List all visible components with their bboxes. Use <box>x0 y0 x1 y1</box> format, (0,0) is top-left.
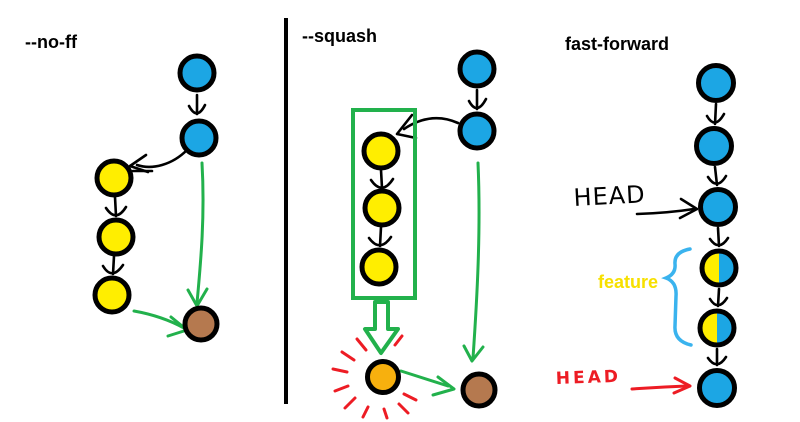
edge-feature2-feature3 <box>378 225 383 248</box>
head-after-label: HEAD <box>555 367 621 389</box>
squash-block-arrow <box>363 300 400 355</box>
arrowhead <box>706 174 728 186</box>
head-after-arrow <box>630 384 689 391</box>
ff-commit-6 <box>697 368 737 408</box>
merge-arrow-from-feature <box>132 309 186 330</box>
ff-commit-3 <box>698 187 738 227</box>
edge-1-2 <box>713 102 718 126</box>
merge-arrow-from-squashed <box>399 369 450 388</box>
arrowhead <box>705 112 726 124</box>
edge-2-3 <box>713 165 719 187</box>
arrowhead <box>678 197 699 220</box>
noff-main-commit-1 <box>177 53 217 93</box>
arrowhead <box>395 113 418 140</box>
feature-brace <box>661 247 693 347</box>
squash-merge-commit <box>460 371 498 409</box>
ff-commit-2 <box>694 126 734 166</box>
edge-feature1-feature2 <box>379 168 384 190</box>
arrowhead <box>101 263 125 275</box>
squashed-commit <box>365 359 401 395</box>
head-before-arrow <box>635 207 696 216</box>
panel-no-ff: --no-ff <box>25 32 220 343</box>
panel-title-fast-forward: fast-forward <box>565 34 669 54</box>
ff-commit-5-half-yellow-blue <box>697 308 737 348</box>
ff-commit-4-half-yellow-blue <box>699 248 739 288</box>
squash-main-commit-2 <box>457 111 497 151</box>
arrowhead <box>186 287 209 308</box>
arrowhead <box>467 97 488 110</box>
arrowhead <box>708 236 730 247</box>
noff-main-commit-2 <box>179 118 219 158</box>
noff-merge-commit <box>182 305 220 343</box>
head-before-label: HEAD <box>573 180 646 212</box>
edge-3-4 <box>716 226 721 248</box>
squash-feature-commit-2 <box>362 188 402 228</box>
edge-4-5 <box>716 287 721 308</box>
noff-feature-commit-2 <box>96 217 136 257</box>
squash-feature-commit-3 <box>359 247 399 287</box>
panel-title-no-ff: --no-ff <box>25 32 78 52</box>
panel-title-squash: --squash <box>302 26 377 46</box>
arrowhead <box>104 205 128 217</box>
noff-feature-commit-3 <box>92 275 132 315</box>
arrowhead <box>369 177 395 190</box>
squash-highlight-box <box>351 108 417 300</box>
merge-arrow-from-main <box>471 161 481 360</box>
arrowhead <box>462 344 485 363</box>
arrowhead <box>431 375 456 397</box>
edge-main2-feature1 <box>135 148 189 169</box>
arrowhead <box>708 296 729 307</box>
arrowhead <box>706 355 728 366</box>
edge-feature1-feature2 <box>113 195 118 218</box>
arrowhead <box>672 376 692 395</box>
arrowhead <box>128 153 150 174</box>
edge-feature2-feature3 <box>111 254 116 276</box>
merge-arrow-from-main <box>195 161 205 305</box>
squash-main-commit-1 <box>457 49 497 89</box>
ff-commit-1 <box>696 63 736 103</box>
panel-squash: --squash <box>302 26 498 420</box>
panel-fast-forward: fast-forward HEAD feature HEAD <box>555 34 739 408</box>
red-burst-rays <box>331 334 418 420</box>
arrowhead <box>367 235 393 247</box>
noff-feature-commit-1 <box>94 158 134 198</box>
edge-main2-feature1 <box>402 116 460 131</box>
arrowhead <box>187 103 207 115</box>
feature-label: feature <box>598 272 658 292</box>
squash-feature-commit-1 <box>361 131 401 171</box>
